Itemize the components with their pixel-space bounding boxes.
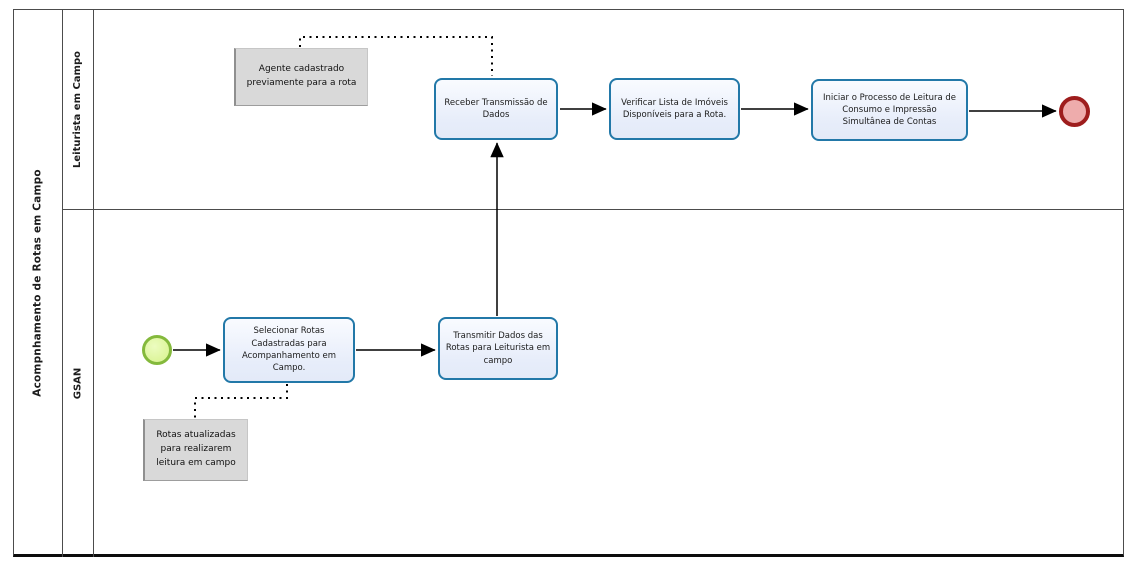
association-selecionar-to-rotas [194, 384, 288, 418]
lane-header-divider [93, 9, 94, 557]
task-iniciar-processo: Iniciar o Processo de Leitura de Consumo… [811, 79, 968, 141]
end-event [1059, 96, 1090, 127]
annotation-rotas-text: Rotas atualizadas para realizarem leitur… [156, 430, 236, 468]
task-transmitir-dados: Transmitir Dados das Rotas para Leituris… [438, 317, 558, 380]
start-event [142, 335, 172, 365]
pool-header-divider [62, 9, 63, 557]
annotation-agente: Agente cadastrado previamente para a rot… [234, 48, 368, 106]
annotation-rotas: Rotas atualizadas para realizarem leitur… [143, 419, 248, 481]
task-selecionar-rotas-label: Selecionar Rotas Cadastradas para Acompa… [241, 326, 337, 374]
annotation-agente-text: Agente cadastrado previamente para a rot… [246, 64, 357, 88]
task-verificar-lista-label: Verificar Lista de Imóveis Disponíveis p… [621, 97, 728, 120]
task-receber-transmissao: Receber Transmissão de Dados [434, 78, 558, 140]
task-transmitir-dados-label: Transmitir Dados das Rotas para Leituris… [445, 331, 551, 366]
association-agente-to-receber [299, 36, 493, 76]
task-verificar-lista: Verificar Lista de Imóveis Disponíveis p… [609, 78, 740, 140]
task-receber-transmissao-label: Receber Transmissão de Dados [444, 97, 548, 120]
task-selecionar-rotas: Selecionar Rotas Cadastradas para Acompa… [223, 317, 355, 383]
lane-divider [62, 209, 1124, 210]
task-iniciar-processo-label: Iniciar o Processo de Leitura de Consumo… [823, 92, 956, 128]
